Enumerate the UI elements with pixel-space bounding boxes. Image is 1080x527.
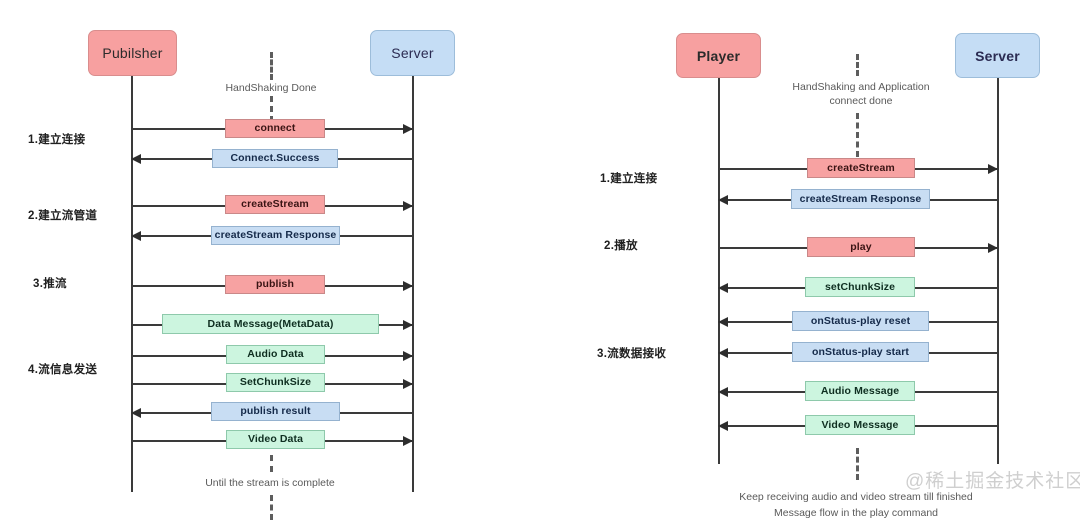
arrow-left-5 xyxy=(403,281,413,291)
note-handshake-connect-done-right: HandShaking and Application connect done xyxy=(792,81,930,108)
handshake-dash-top-left xyxy=(270,52,273,80)
message-box-right-7[interactable]: Audio Message xyxy=(805,381,915,401)
arrow-left-2 xyxy=(131,154,141,164)
step-label-left-2: 2.建立流管道 xyxy=(28,210,98,222)
message-box-left-9[interactable]: publish result xyxy=(211,402,340,421)
note-until-stream-complete-left: Until the stream is complete xyxy=(205,477,335,489)
message-box-left-7[interactable]: Audio Data xyxy=(226,345,325,364)
publisher-sequence-diagram: Pubilsher Server HandShaking Done 1.建立连接… xyxy=(28,30,455,520)
step-label-left-1: 1.建立连接 xyxy=(28,134,86,146)
arrow-left-3 xyxy=(403,201,413,211)
handshake-dash-bottom-left xyxy=(270,96,273,122)
message-box-right-3[interactable]: play xyxy=(807,237,915,257)
message-box-left-1[interactable]: connect xyxy=(225,119,325,138)
message-box-left-5[interactable]: publish xyxy=(225,275,325,294)
lifeline-publisher xyxy=(131,76,133,492)
arrow-left-1 xyxy=(403,124,413,134)
arrow-right-5 xyxy=(718,317,728,327)
message-box-right-8[interactable]: Video Message xyxy=(805,415,915,435)
note-message-flow-right: Message flow in the play command xyxy=(774,507,938,519)
actor-server-left: Server xyxy=(370,30,455,76)
lifeline-server-right xyxy=(997,78,999,464)
handshake-dash-bottom-right xyxy=(856,113,859,157)
actor-publisher: Pubilsher xyxy=(88,30,177,76)
arrow-left-8 xyxy=(403,379,413,389)
handshake-dash-top-right xyxy=(856,54,859,76)
message-box-left-2[interactable]: Connect.Success xyxy=(212,149,338,168)
stream-dash-bottom-right xyxy=(856,448,859,480)
player-sequence-diagram: Player Server HandShaking and Applicatio… xyxy=(540,0,1080,527)
arrow-right-3 xyxy=(988,243,998,253)
actor-player: Player xyxy=(676,33,761,78)
step-label-right-2: 2.播放 xyxy=(604,240,638,252)
message-box-right-4[interactable]: setChunkSize xyxy=(805,277,915,297)
arrow-left-6 xyxy=(403,320,413,330)
message-box-left-3[interactable]: createStream xyxy=(225,195,325,214)
step-label-right-3: 3.流数据接收 xyxy=(597,348,667,360)
stream-dash-bottom-left xyxy=(270,495,273,520)
arrow-left-10 xyxy=(403,436,413,446)
arrow-left-7 xyxy=(403,351,413,361)
lifeline-server-left xyxy=(412,76,414,492)
message-box-right-6[interactable]: onStatus-play start xyxy=(792,342,929,362)
message-box-right-5[interactable]: onStatus-play reset xyxy=(792,311,929,331)
note-handshaking-done-left: HandShaking Done xyxy=(225,82,317,94)
arrow-left-4 xyxy=(131,231,141,241)
message-box-left-4[interactable]: createStream Response xyxy=(211,226,340,245)
message-box-right-2[interactable]: createStream Response xyxy=(791,189,930,209)
message-box-left-8[interactable]: SetChunkSize xyxy=(226,373,325,392)
actor-server-right: Server xyxy=(955,33,1040,78)
stream-dash-top-left xyxy=(270,455,273,472)
step-label-left-3: 3.推流 xyxy=(33,278,67,290)
arrow-right-7 xyxy=(718,387,728,397)
arrow-right-8 xyxy=(718,421,728,431)
arrow-right-4 xyxy=(718,283,728,293)
lifeline-player xyxy=(718,78,720,464)
arrow-right-1 xyxy=(988,164,998,174)
message-box-left-10[interactable]: Video Data xyxy=(226,430,325,449)
step-label-left-4: 4.流信息发送 xyxy=(28,364,98,376)
message-box-right-1[interactable]: createStream xyxy=(807,158,915,178)
step-label-right-1: 1.建立连接 xyxy=(600,173,658,185)
note-keep-receiving-right: Keep receiving audio and video stream ti… xyxy=(739,491,973,503)
arrow-left-9 xyxy=(131,408,141,418)
arrow-right-2 xyxy=(718,195,728,205)
message-box-left-6[interactable]: Data Message(MetaData) xyxy=(162,314,379,334)
arrow-right-6 xyxy=(718,348,728,358)
